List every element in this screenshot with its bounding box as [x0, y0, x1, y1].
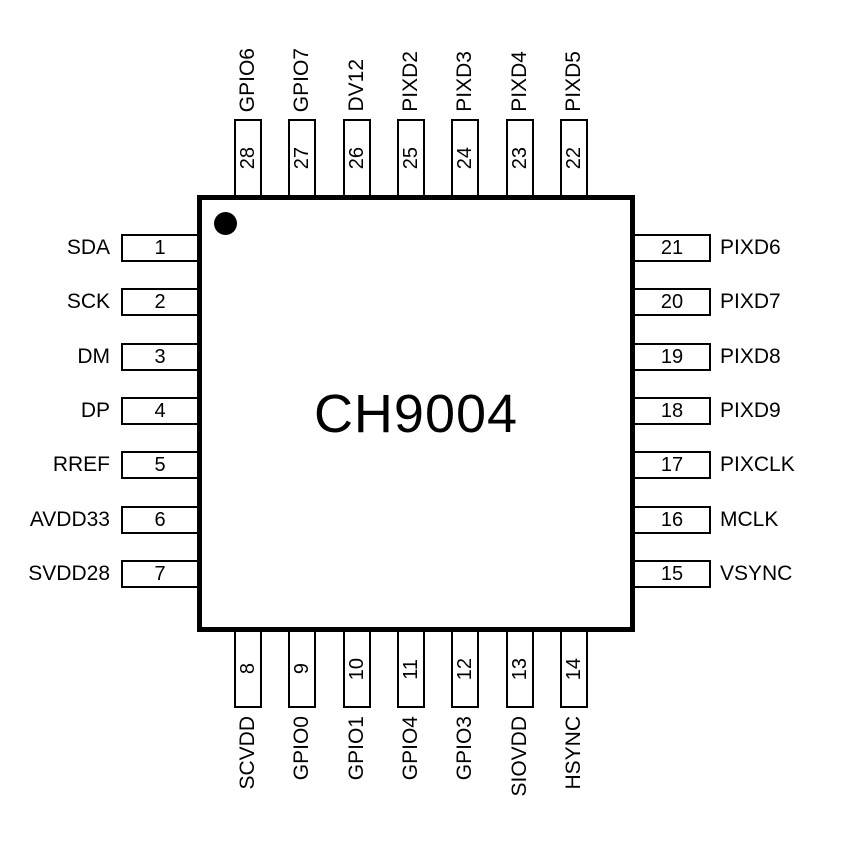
pin-box: 10 [343, 630, 371, 708]
pin-label-left: DP [80, 399, 110, 422]
pin-box: 26 [343, 119, 371, 197]
pin-number: 24 [454, 146, 476, 170]
pin-label-top: GPIO6 [236, 47, 259, 112]
pin-label-left: SDA [66, 236, 110, 259]
pin-number: 13 [509, 657, 531, 681]
pin-label-top: PIXD5 [562, 51, 585, 112]
pin-label-right: PIXD9 [720, 399, 781, 422]
pin-box: 25 [397, 119, 425, 197]
pin-box: 24 [451, 119, 479, 197]
pin-label-right: PIXD6 [720, 236, 781, 259]
pin-box: 23 [506, 119, 534, 197]
pin-number: 10 [346, 657, 368, 681]
pin-label-bottom: GPIO0 [290, 716, 313, 781]
pin-box: 13 [506, 630, 534, 708]
pin-label-left: RREF [52, 453, 110, 476]
pin-box: 9 [288, 630, 316, 708]
pin-label-left: SVDD28 [28, 562, 110, 585]
pin-number: 12 [454, 657, 476, 681]
pin-label-left: DM [77, 345, 110, 368]
pin-number: 14 [563, 657, 585, 681]
pin-label-top: PIXD4 [508, 51, 531, 112]
pin-label-bottom: SIOVDD [508, 716, 531, 797]
pin-box: 18 [633, 397, 711, 425]
pin-number: 28 [237, 146, 259, 170]
pin-box: 7 [121, 560, 199, 588]
pin-box: 6 [121, 506, 199, 534]
chip-body: CH9004 [197, 195, 635, 632]
pin-box: 2 [121, 288, 199, 316]
pin-number: 26 [346, 146, 368, 170]
pin-number: 9 [291, 663, 313, 675]
pin-label-bottom: SCVDD [236, 716, 259, 790]
pin-label-right: PIXD8 [720, 345, 781, 368]
pin-box: 20 [633, 288, 711, 316]
pin-number: 25 [400, 146, 422, 170]
chip-title: CH9004 [313, 383, 519, 444]
pin-label-top: DV12 [345, 59, 368, 112]
pin-box: 5 [121, 451, 199, 479]
pin-box: 12 [451, 630, 479, 708]
pin-box: 3 [121, 343, 199, 371]
pin-box: 11 [397, 630, 425, 708]
pin-box: 21 [633, 234, 711, 262]
pin-box: 4 [121, 397, 199, 425]
pin-number: 22 [563, 146, 585, 170]
pin-box: 8 [234, 630, 262, 708]
pin-label-bottom: GPIO1 [345, 716, 368, 781]
pin-number: 11 [400, 658, 422, 680]
pin-box: 27 [288, 119, 316, 197]
pin-box: 28 [234, 119, 262, 197]
pin-label-top: PIXD2 [399, 51, 422, 112]
pin-box: 14 [560, 630, 588, 708]
pin-label-bottom: GPIO3 [453, 716, 476, 781]
pin-number: 23 [509, 146, 531, 170]
pin-label-left: AVDD33 [29, 508, 110, 531]
pin-label-top: PIXD3 [453, 51, 476, 112]
pin-number: 8 [237, 663, 259, 675]
pin1-indicator-dot [214, 212, 237, 235]
pin-box: 19 [633, 343, 711, 371]
pin-box: 16 [633, 506, 711, 534]
pin-label-top: GPIO7 [290, 47, 313, 112]
pin-label-right: PIXCLK [720, 453, 795, 476]
pin-label-bottom: GPIO4 [399, 716, 422, 781]
pin-label-right: MCLK [720, 508, 779, 531]
pin-box: 22 [560, 119, 588, 197]
pin-box: 15 [633, 560, 711, 588]
pin-box: 1 [121, 234, 199, 262]
pin-label-right: VSYNC [720, 562, 793, 585]
pin-label-left: SCK [66, 290, 110, 313]
pin-label-bottom: HSYNC [562, 716, 585, 790]
pin-box: 17 [633, 451, 711, 479]
pin-label-right: PIXD7 [720, 290, 781, 313]
pin-number: 27 [291, 146, 313, 170]
